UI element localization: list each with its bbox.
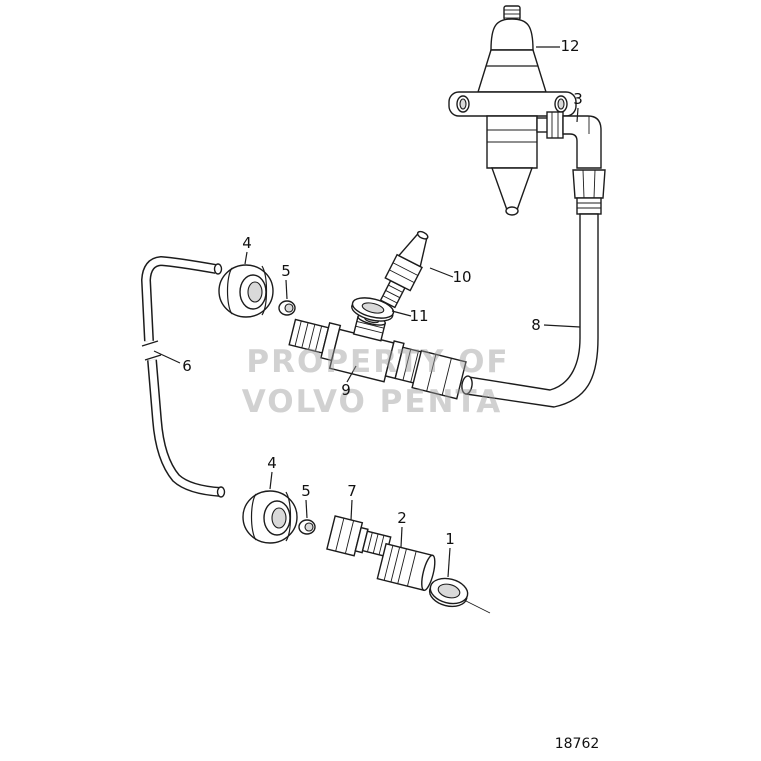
figure-number: 18762 xyxy=(555,736,600,752)
callout-12: 12 xyxy=(560,37,579,55)
axis-line xyxy=(463,599,491,614)
hose-end-nut xyxy=(411,349,467,400)
callout-3: 3 xyxy=(573,90,583,108)
coupling-2 xyxy=(376,542,436,592)
callout-4-lower: 4 xyxy=(267,454,277,472)
callout-2: 2 xyxy=(397,509,407,527)
seal-5-upper xyxy=(278,300,296,316)
callout-9: 9 xyxy=(341,381,351,399)
callout-8: 8 xyxy=(531,316,541,334)
callout-labels: 12 3 8 10 11 9 4 5 6 4 5 7 2 1 xyxy=(182,37,583,548)
callout-7: 7 xyxy=(347,482,357,500)
callout-5-upper: 5 xyxy=(281,262,291,280)
washer-11 xyxy=(351,297,395,322)
nut-4-upper xyxy=(218,264,274,318)
callout-6: 6 xyxy=(182,357,192,375)
elbow-fitting-3 xyxy=(546,111,602,169)
pipe-6 xyxy=(140,255,226,498)
callout-11: 11 xyxy=(409,307,428,325)
seal-5-lower xyxy=(298,519,316,535)
washer-1 xyxy=(428,577,469,608)
watermark-line2: VOLVO PENTA xyxy=(242,384,502,420)
callout-10: 10 xyxy=(452,268,471,286)
callout-5-lower: 5 xyxy=(301,482,311,500)
watermark-line1: PROPERTY OF xyxy=(246,344,509,380)
hose-8 xyxy=(411,169,606,408)
valve-10 xyxy=(379,230,429,309)
callout-4-upper: 4 xyxy=(242,234,252,252)
callout-1: 1 xyxy=(445,530,455,548)
leader-lines xyxy=(153,46,581,578)
pressure-valve-12 xyxy=(448,5,577,216)
fitting-7 xyxy=(326,515,392,558)
watermark: PROPERTY OF VOLVO PENTA xyxy=(242,344,509,420)
nut-4-lower xyxy=(242,490,298,544)
